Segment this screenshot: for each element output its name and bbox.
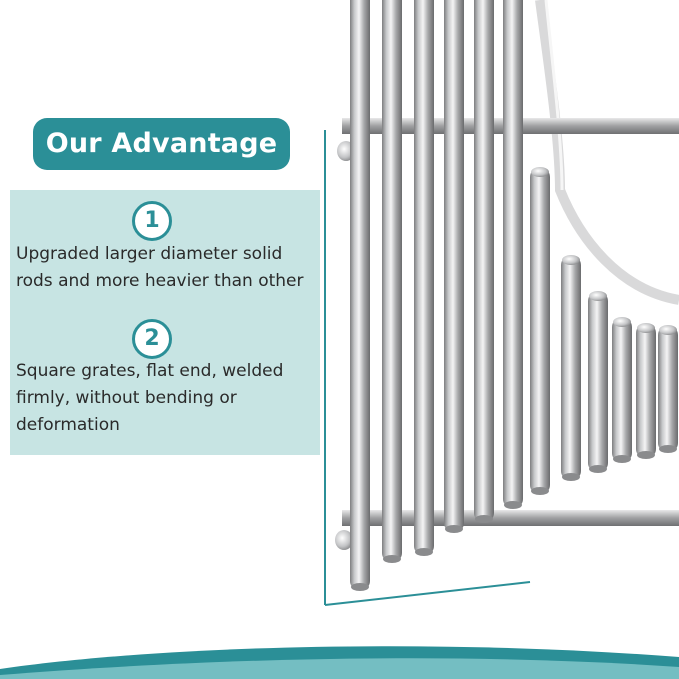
rod-bottom-2: [383, 555, 401, 563]
rod-bottom-9: [589, 465, 607, 473]
steel-rod-9: [588, 292, 608, 472]
frame-curve: [535, 0, 679, 305]
rod-bottom-7: [531, 487, 549, 495]
steel-rod-3: [414, 0, 434, 555]
steel-rod-6: [503, 0, 523, 508]
rod-end-cap-9: [589, 291, 607, 301]
steel-rods: [350, 0, 678, 591]
steel-rod-2: [382, 0, 402, 562]
bar-end-cap-bottom: [335, 530, 353, 550]
rod-end-cap-12: [659, 325, 677, 335]
rod-bottom-12: [659, 445, 677, 453]
steel-rod-7: [530, 168, 550, 494]
advantage-text-2: Square grates, flat end, welded firmly, …: [16, 361, 284, 435]
steel-rod-12: [658, 326, 678, 452]
steel-rod-10: [612, 318, 632, 462]
rod-bottom-5: [475, 515, 493, 523]
rod-bottom-1: [351, 583, 369, 591]
steel-rod-4: [444, 0, 464, 532]
decorative-wave: [0, 646, 679, 679]
advantage-text-1: Upgraded larger diameter solid rods and …: [16, 244, 304, 291]
rod-bottom-10: [613, 455, 631, 463]
our-advantage-heading: Our Advantage: [33, 118, 290, 170]
steel-rod-8: [561, 256, 581, 480]
rod-bottom-3: [415, 548, 433, 556]
rod-bottom-8: [562, 473, 580, 481]
rod-end-cap-8: [562, 255, 580, 265]
steel-rod-11: [636, 324, 656, 458]
rod-bottom-11: [637, 451, 655, 459]
steel-rod-5: [474, 0, 494, 522]
rod-bottom-4: [445, 525, 463, 533]
rod-end-cap-11: [637, 323, 655, 333]
advantage-number-badge-2: 2: [132, 319, 172, 359]
rod-end-cap-10: [613, 317, 631, 327]
guide-line-bottom: [324, 581, 531, 606]
advantage-number-badge-1: 1: [132, 201, 172, 241]
rod-bottom-6: [504, 501, 522, 509]
rod-end-cap-7: [531, 167, 549, 177]
steel-rod-1: [350, 0, 370, 590]
